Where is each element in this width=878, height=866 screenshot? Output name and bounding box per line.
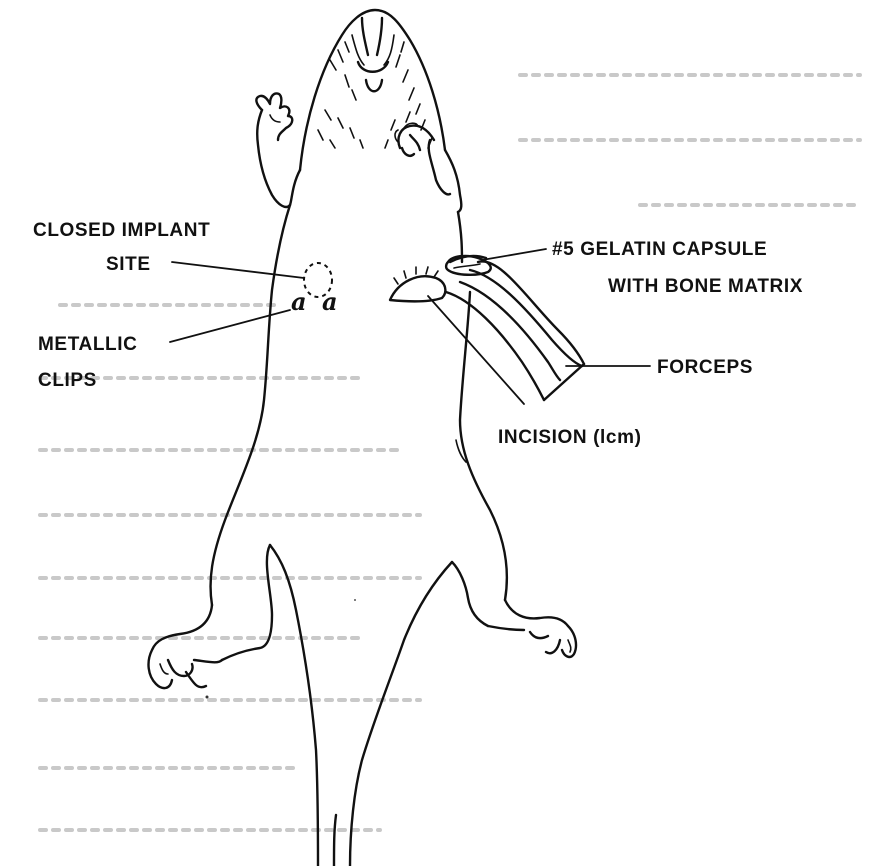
label-metallic-clips-line2: CLIPS [38,370,97,391]
metallic-clip-right: a [322,287,338,316]
speck [206,696,209,699]
label-closed-implant-line1: CLOSED IMPLANT [33,220,210,241]
leader-lines [170,249,650,404]
label-capsule-line2: WITH BONE MATRIX [608,276,803,297]
leader-metallic-clips [170,310,290,342]
leader-closed-implant-site [172,262,304,278]
label-metallic-clips-line1: METALLIC [38,334,137,355]
leader-gelatin-capsule [482,249,546,260]
label-capsule-line1: #5 GELATIN CAPSULE [552,239,767,260]
label-forceps: FORCEPS [657,357,753,378]
label-closed-implant-line2: SITE [106,254,151,275]
metallic-clip-left: a [291,287,307,316]
speck [354,599,356,601]
label-incision: INCISION (lcm) [498,427,642,448]
bleed-through-background [40,75,860,830]
incision-marker [390,267,445,301]
leader-incision [428,296,524,404]
